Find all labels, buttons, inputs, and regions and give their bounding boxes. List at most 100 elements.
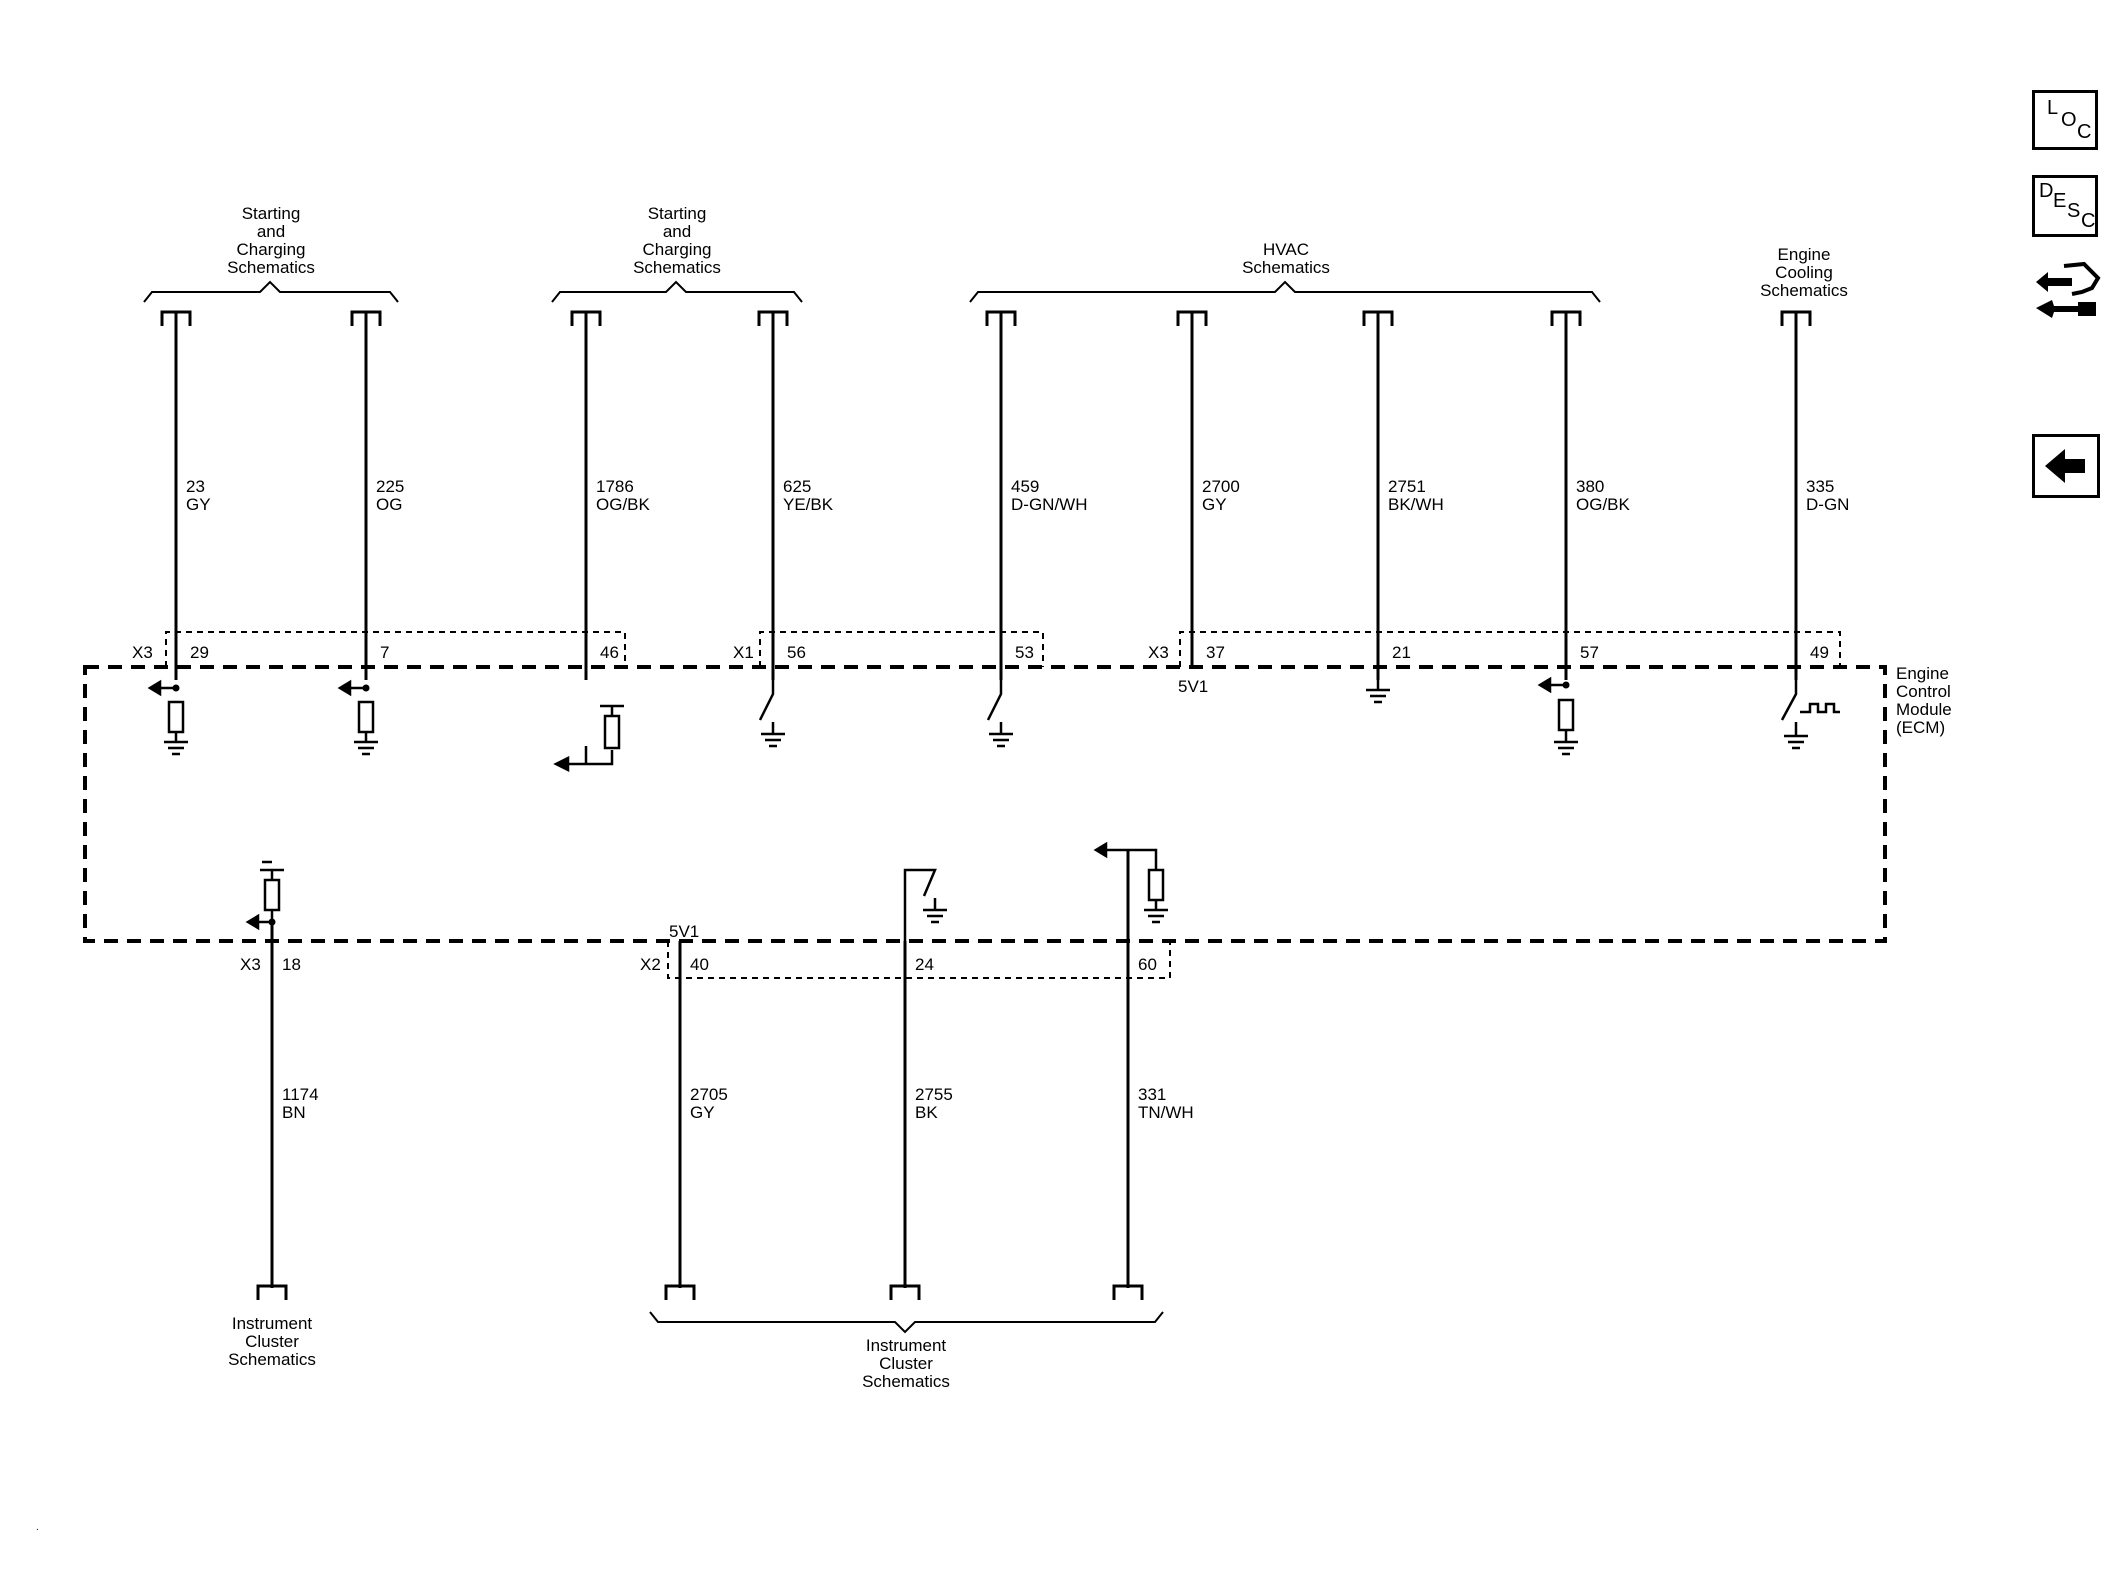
internal-circuits (147, 676, 1840, 941)
wire-circuit-number: 459 (1011, 477, 1039, 496)
group-label-starting-charging-1: Starting and Charging Schematics (227, 204, 315, 277)
svg-text:Module: Module (1896, 700, 1952, 719)
svg-text:(ECM): (ECM) (1896, 718, 1945, 737)
junction-dot (362, 684, 370, 692)
pin-number: 57 (1580, 643, 1599, 662)
top-connector-x3-box (165, 631, 626, 667)
wire-circuit-number: 331 (1138, 1085, 1166, 1104)
terminal-icon (664, 1284, 696, 1300)
wire-circuit-number: 2700 (1202, 477, 1240, 496)
group-label-instrument-cluster-2: Instrument Cluster Schematics (862, 1336, 950, 1391)
svg-text:Schematics: Schematics (228, 1350, 316, 1369)
desc-letter-d: D (2039, 180, 2054, 202)
top-connector-x3b-box (1179, 631, 1841, 667)
svg-text:Instrument: Instrument (232, 1314, 313, 1333)
svg-text:Schematics: Schematics (633, 258, 721, 277)
connector-label-x3-top-2: X3 (1148, 643, 1169, 662)
wire-color-code: D-GN (1806, 495, 1849, 514)
svg-text:Charging: Charging (643, 240, 712, 259)
arrow-left-icon (2045, 449, 2085, 483)
top-connector-x1-box (759, 631, 1044, 667)
wire-circuit-number: 2755 (915, 1085, 953, 1104)
junction-dot (268, 918, 276, 926)
svg-text:Schematics: Schematics (862, 1372, 950, 1391)
wire-color-code: BK/WH (1388, 495, 1444, 514)
wire-color-code: OG/BK (1576, 495, 1631, 514)
wire-circuit-number: 23 (186, 477, 205, 496)
connector-tool-button[interactable] (2032, 258, 2104, 336)
svg-text:Cluster: Cluster (245, 1332, 299, 1351)
wire-color-code: D-GN/WH (1011, 495, 1087, 514)
svg-text:Control: Control (1896, 682, 1951, 701)
wire-circuit-number: 380 (1576, 477, 1604, 496)
wire-circuit-number: 2705 (690, 1085, 728, 1104)
svg-text:Schematics: Schematics (1242, 258, 1330, 277)
wire-color-code: BN (282, 1103, 306, 1122)
brace-sc2 (551, 280, 803, 303)
pin-number: 21 (1392, 643, 1411, 662)
svg-text:Instrument: Instrument (866, 1336, 947, 1355)
pin-number: 53 (1015, 643, 1034, 662)
desc-letter-c: C (2081, 210, 2096, 232)
loc-letter-c: C (2077, 121, 2092, 143)
wire-color-code: OG (376, 495, 402, 514)
wire-circuit-number: 625 (783, 477, 811, 496)
pin-number: 40 (690, 955, 709, 974)
connector-label-x3-bottom: X3 (240, 955, 261, 974)
wire-color-code: YE/BK (783, 495, 834, 514)
pin-number: 46 (600, 643, 619, 662)
svg-text:Starting: Starting (648, 204, 707, 223)
desc-button[interactable]: D E S C (2032, 175, 2098, 237)
connector-tool-icon (2036, 261, 2101, 318)
wire-circuit-number: 225 (376, 477, 404, 496)
pin-number: 56 (787, 643, 806, 662)
pin-number: 18 (282, 955, 301, 974)
brace-sc1 (143, 280, 399, 303)
reference-5v-top: 5V1 (1178, 677, 1208, 696)
connector-label-x1-top: X1 (733, 643, 754, 662)
svg-text:Engine: Engine (1778, 245, 1831, 264)
loc-button[interactable]: L O C (2032, 90, 2098, 150)
svg-text:Engine: Engine (1896, 664, 1949, 683)
pin-number: 60 (1138, 955, 1157, 974)
svg-text:Starting: Starting (242, 204, 301, 223)
wire-color-code: GY (1202, 495, 1227, 514)
connector-label-x2-bottom: X2 (640, 955, 661, 974)
pin-number: 49 (1810, 643, 1829, 662)
group-label-instrument-cluster-1: Instrument Cluster Schematics (228, 1314, 316, 1369)
back-button[interactable] (2032, 434, 2100, 498)
wire-circuit-number: 2751 (1388, 477, 1426, 496)
desc-letter-e: E (2053, 190, 2067, 212)
svg-text:and: and (663, 222, 691, 241)
loc-letter-l: L (2047, 97, 2059, 119)
pin-number: 29 (190, 643, 209, 662)
bottom-connector-x2-box (667, 941, 1171, 979)
ecm-boundary (83, 665, 1887, 943)
terminal-icon (889, 1284, 921, 1300)
svg-text:Cooling: Cooling (1775, 263, 1833, 282)
ecm-label: Engine Control Module (ECM) (1896, 664, 1952, 737)
terminal-icon (1112, 1284, 1144, 1300)
wire-color-code: BK (915, 1103, 938, 1122)
junction-dot (172, 684, 180, 692)
loc-letter-o: O (2061, 109, 2077, 131)
group-label-engine-cooling: Engine Cooling Schematics (1760, 245, 1848, 300)
svg-text:Schematics: Schematics (227, 258, 315, 277)
wire-circuit-number: 1174 (282, 1085, 319, 1104)
wire-color-code: GY (186, 495, 211, 514)
wire-color-code: OG/BK (596, 495, 651, 514)
brace-hvac (969, 280, 1601, 303)
pin-number: 24 (915, 955, 934, 974)
